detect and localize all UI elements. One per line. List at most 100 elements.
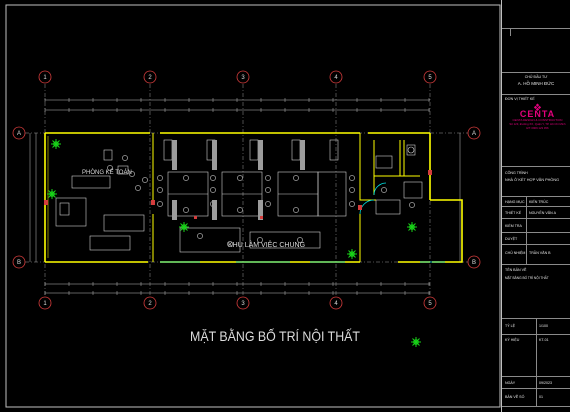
- plants: [47, 139, 421, 347]
- grid-bubble-label: 4: [334, 75, 338, 81]
- tb-row-3-label: KIỂM TRA: [505, 224, 522, 228]
- grid-bubble: [329, 70, 343, 84]
- plant-icon: [411, 337, 421, 347]
- chair: [265, 175, 271, 181]
- grid-bubble-label: 5: [428, 301, 432, 307]
- chair: [237, 207, 243, 213]
- plant-icon: [179, 222, 189, 232]
- tb-row-5-label: CHỦ NHIỆM: [505, 251, 526, 255]
- chair: [293, 175, 299, 181]
- tb-drawing-name-label: TÊN BẢN VẼ: [505, 268, 527, 272]
- tb-project-label: CÔNG TRÌNH: [505, 171, 528, 175]
- grid-bubble-label: 2: [148, 75, 152, 81]
- chair: [349, 187, 355, 193]
- tb-owner: CHỦ ĐẦU TƯ A. HỒ MINH ĐỨC: [502, 72, 570, 94]
- tb-designer-label: ĐƠN VỊ THIẾT KẾ: [505, 97, 535, 101]
- tb-footer-no-label: BẢN VẼ SỐ: [505, 395, 525, 399]
- grid-label-B-right: B: [472, 260, 476, 266]
- tb-row-1: HẠNG MỤC KIẾN TRÚC: [502, 196, 570, 206]
- grid-bubble: [38, 296, 52, 310]
- furniture: [55, 139, 423, 253]
- grid-bubble: [423, 70, 437, 84]
- grid-bubbles-side-labels: A B A B: [17, 131, 476, 266]
- tb-row-5-value: TRẦN VĂN B: [526, 245, 570, 264]
- title-block: CHỦ ĐẦU TƯ A. HỒ MINH ĐỨC ĐƠN VỊ THIẾT K…: [501, 0, 570, 412]
- chair: [183, 207, 189, 213]
- chair: [135, 185, 141, 191]
- tb-row-4-value: [526, 233, 570, 244]
- grid-bubble-label: 3: [241, 75, 245, 81]
- dimension-lines: [29, 98, 461, 295]
- tb-sheet-info: TỶ LỆ 1/100: [502, 318, 570, 334]
- chair: [183, 175, 189, 181]
- chair: [157, 187, 163, 193]
- tb-sheet-label: TỶ LỆ: [505, 324, 515, 328]
- tb-footer-date-value: 09/2023: [536, 377, 570, 388]
- grid-bubble: [143, 296, 157, 310]
- chair: [265, 187, 271, 193]
- tb-row-4-label: DUYỆT: [505, 237, 518, 241]
- drawing-title: MẶT BẰNG BỐ TRÍ NỘI THẤT: [190, 327, 360, 344]
- grid-bubble: [329, 296, 343, 310]
- chair: [297, 237, 303, 243]
- grid-label-A-right: A: [472, 131, 476, 137]
- chair: [409, 202, 415, 208]
- chair: [157, 201, 163, 207]
- grid-bubble: [423, 296, 437, 310]
- grid-bubble-label: 5: [428, 75, 432, 81]
- tb-project: CÔNG TRÌNH NHÀ Ở KẾT HỢP VĂN PHÒNG: [502, 166, 570, 196]
- tb-designer: ĐƠN VỊ THIẾT KẾ ❖ CENTA CENTA DESIGN & C…: [502, 94, 570, 166]
- chair: [210, 175, 216, 181]
- chair: [237, 175, 243, 181]
- tb-footer-1: NGÀY 09/2023: [502, 376, 570, 388]
- tb-row-2: THIẾT KẾ NGUYỄN VĂN A: [502, 206, 570, 218]
- room-label-open-office: KHU LÀM VIỆC CHUNG: [228, 240, 305, 249]
- grid-bubble: [236, 296, 250, 310]
- chair: [122, 155, 128, 161]
- room-label-accounting: PHÒNG KẾ TOÁN: [82, 169, 132, 176]
- chair: [293, 207, 299, 213]
- grid-bubbles-side: [12, 126, 481, 269]
- tb-row-4: DUYỆT: [502, 232, 570, 244]
- grid-label-A-left: A: [17, 131, 21, 137]
- tb-drawing-name: TÊN BẢN VẼ MẶT BẰNG BỐ TRÍ NỘI THẤT: [502, 264, 570, 318]
- tb-sheet-no-value: KT-01: [536, 335, 570, 376]
- red-fixtures: [44, 170, 432, 219]
- plant-icon: [407, 222, 417, 232]
- plant-icon: [51, 139, 61, 149]
- tb-row-1-value: KIẾN TRÚC: [526, 197, 570, 206]
- tb-row-2-label: THIẾT KẾ: [505, 211, 522, 215]
- grid-bubble-label: 4: [334, 301, 338, 307]
- tb-row-3-value: [526, 219, 570, 232]
- grid-bubble: [143, 70, 157, 84]
- tb-sheet-no-label: KÝ HIỆU: [505, 338, 520, 342]
- company-address: Số 123, Đường XX, Quận Y, TP. Hồ Chí Min…: [509, 122, 566, 126]
- plant-icon: [47, 189, 57, 199]
- tb-sheet-number: KÝ HIỆU KT-01: [502, 334, 570, 376]
- tb-owner-name: A. HỒ MINH ĐỨC: [517, 81, 555, 86]
- chair: [157, 175, 163, 181]
- grid-bubble-label: 2: [148, 301, 152, 307]
- chair: [227, 241, 233, 247]
- plant-icon: [347, 249, 357, 259]
- chair: [210, 187, 216, 193]
- structural-columns: [172, 140, 305, 220]
- tb-drawing-name-value: MẶT BẰNG BỐ TRÍ NỘI THẤT: [505, 276, 549, 280]
- chair: [349, 201, 355, 207]
- grid-bubble-label: 3: [241, 301, 245, 307]
- tb-small-box: [502, 28, 570, 36]
- tb-row-1-label: HẠNG MỤC: [505, 200, 525, 204]
- company-name: CENTA DESIGN & CONSTRUCTION: [512, 118, 563, 122]
- tb-owner-label: CHỦ ĐẦU TƯ: [524, 75, 548, 79]
- grid-bubble: [38, 70, 52, 84]
- grid-label-B-left: B: [17, 260, 21, 266]
- tb-row-5: CHỦ NHIỆM TRẦN VĂN B: [502, 244, 570, 264]
- chair: [142, 177, 148, 183]
- chair: [129, 171, 135, 177]
- tb-row-3: KIỂM TRA: [502, 218, 570, 232]
- tb-row-2-value: NGUYỄN VĂN A: [526, 207, 570, 218]
- tb-footer-no-value: 01: [536, 389, 570, 406]
